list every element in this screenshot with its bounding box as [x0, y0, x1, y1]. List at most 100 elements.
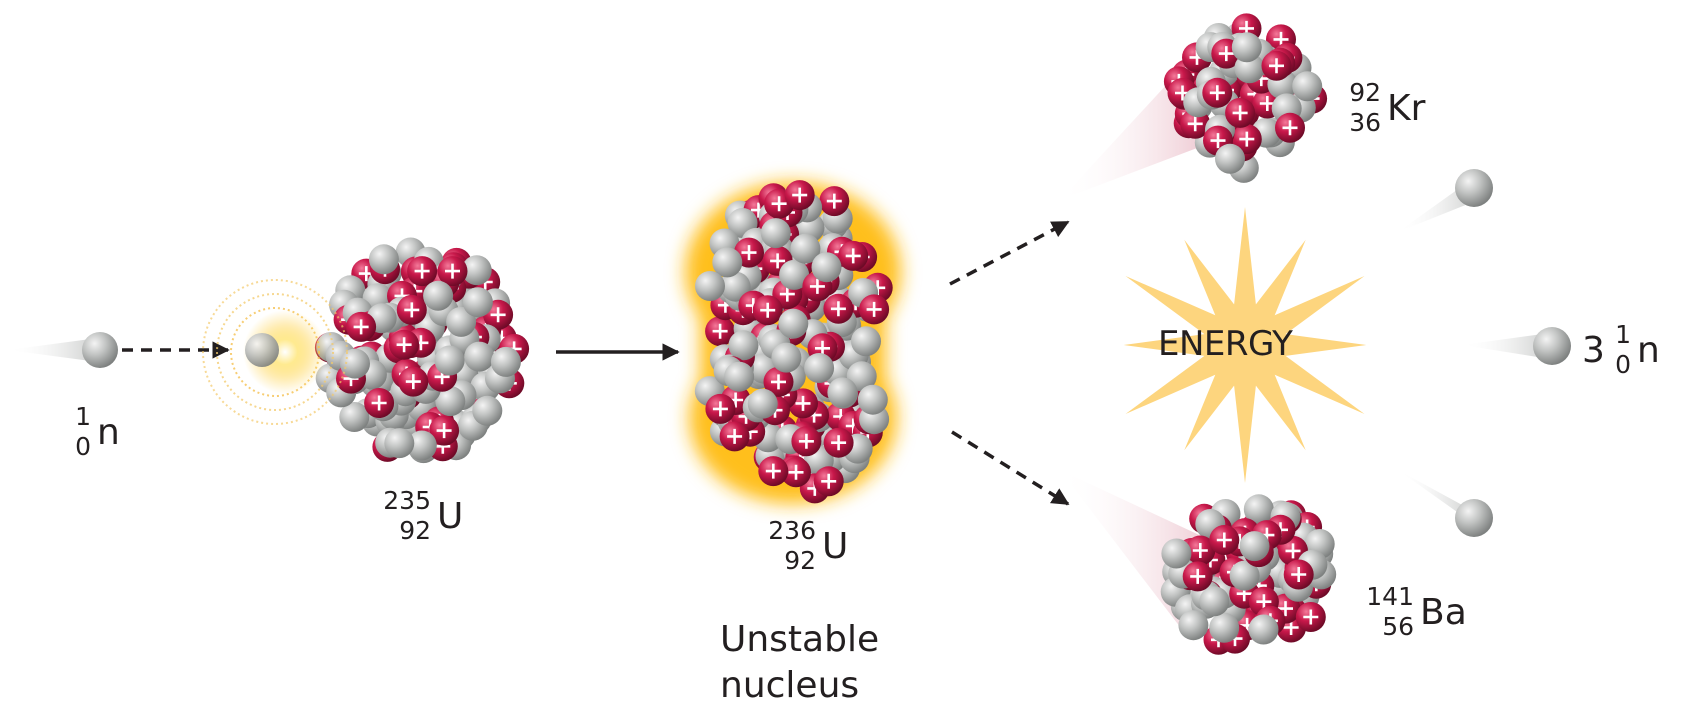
plus-sign-icon — [831, 435, 847, 451]
plus-sign-icon — [771, 196, 787, 212]
dashed-arrow-to-krypton — [949, 220, 1070, 286]
neutron-icon — [712, 247, 743, 278]
impact-flash — [202, 279, 348, 425]
energy-starburst-icon — [1123, 207, 1367, 483]
plus-sign-icon — [779, 286, 795, 302]
neutron-icon — [771, 342, 802, 373]
neutron-icon — [851, 326, 881, 357]
neutron-icon — [1239, 531, 1270, 562]
neutron-icon — [857, 384, 888, 415]
neutron-sphere-icon — [1455, 169, 1493, 207]
mass-number: 1 — [75, 402, 91, 431]
plus-sign-icon — [815, 340, 830, 356]
plus-sign-icon — [788, 464, 804, 480]
plus-sign-icon — [1282, 120, 1298, 136]
atomic-number: 92 — [784, 546, 816, 575]
neutron-icon — [423, 280, 454, 311]
released-neutrons-coefficient: 3 — [1582, 330, 1605, 371]
neutron-icon — [1248, 614, 1279, 645]
barium-141-nucleus — [1060, 470, 1337, 655]
plus-sign-icon — [792, 187, 808, 203]
unstable-nucleus-caption: Unstable nucleus — [720, 617, 879, 709]
element-symbol: Ba — [1420, 592, 1467, 633]
neutron-icon — [1215, 143, 1245, 174]
krypton-92-nucleus — [1060, 13, 1328, 200]
neutron-icon — [695, 271, 725, 301]
atomic-number: 0 — [1615, 350, 1631, 379]
neutron-icon — [464, 341, 495, 372]
plus-sign-icon — [1259, 96, 1275, 111]
plus-sign-icon — [795, 395, 811, 411]
plus-sign-icon — [770, 253, 786, 269]
neutron-icon — [368, 244, 399, 275]
neutron-icon — [1161, 538, 1192, 569]
neutron-icon — [384, 428, 415, 459]
mass-number: 92 — [1349, 78, 1381, 107]
plus-sign-icon — [396, 337, 412, 353]
plus-sign-icon — [765, 463, 781, 479]
neutron-icon — [434, 345, 465, 376]
plus-sign-icon — [1303, 609, 1319, 625]
plus-sign-icon — [760, 302, 776, 318]
neutron-icon — [779, 259, 810, 290]
plus-sign-icon — [845, 248, 861, 264]
atomic-number: 92 — [399, 516, 431, 545]
neutron-icon — [760, 218, 791, 249]
released-neutron-bottom — [1398, 470, 1493, 537]
plus-sign-icon — [1291, 567, 1307, 582]
released-neutron-top — [1398, 169, 1493, 232]
neutron-icon — [339, 402, 370, 432]
plus-sign-icon — [1239, 131, 1255, 147]
mass-number: 1 — [1615, 320, 1631, 349]
plus-sign-icon — [353, 319, 369, 335]
uranium-235-nucleus — [314, 237, 530, 464]
element-symbol: U — [822, 526, 849, 567]
neutron-motion-trail — [1398, 470, 1474, 524]
neutron-icon — [827, 377, 858, 408]
plus-sign-icon — [1190, 568, 1206, 584]
mass-number: 235 — [383, 486, 431, 515]
neutron-sphere-icon — [1533, 327, 1571, 365]
element-symbol: n — [97, 412, 120, 453]
neutron-icon — [340, 348, 370, 379]
neutron-sphere-icon — [82, 332, 118, 368]
neutron-icon — [778, 308, 809, 339]
neutron-icon — [490, 346, 521, 377]
neutron-icon — [1209, 612, 1240, 643]
plus-sign-icon — [414, 263, 430, 279]
plus-sign-icon — [830, 301, 846, 317]
caption-line-1: Unstable — [720, 619, 880, 660]
atomic-number: 36 — [1349, 108, 1381, 137]
plus-sign-icon — [1232, 105, 1248, 121]
energy-label: ENERGY — [1158, 324, 1293, 364]
neutron-icon — [461, 255, 492, 286]
plus-sign-icon — [1216, 532, 1232, 548]
plus-sign-icon — [490, 307, 506, 323]
neutron-motion-trail — [8, 338, 98, 362]
neutron-icon — [1231, 32, 1262, 63]
neutron-icon — [728, 330, 759, 361]
neutron-icon — [1229, 560, 1260, 591]
atomic-number: 0 — [75, 432, 91, 461]
plus-sign-icon — [405, 374, 421, 390]
krypton-motion-trail — [1060, 70, 1205, 200]
plus-sign-icon — [771, 374, 786, 390]
plus-sign-icon — [866, 301, 882, 317]
neutron-icon — [1199, 586, 1230, 617]
plus-sign-icon — [798, 433, 814, 449]
plus-sign-icon — [1210, 133, 1226, 149]
plus-sign-icon — [1256, 594, 1272, 610]
neutron-icon — [790, 233, 821, 264]
neutron-icon — [1243, 494, 1274, 525]
element-symbol: U — [437, 496, 464, 537]
plus-sign-icon — [1278, 601, 1293, 617]
neutron-icon — [720, 271, 751, 302]
atomic-number: 56 — [1382, 612, 1414, 641]
plus-sign-icon — [727, 428, 743, 444]
element-symbol: n — [1637, 330, 1660, 371]
caption-line-2: nucleus — [720, 665, 860, 706]
uranium-236-unstable-nucleus — [685, 180, 901, 504]
plus-sign-icon — [1209, 85, 1225, 101]
plus-sign-icon — [809, 278, 825, 294]
